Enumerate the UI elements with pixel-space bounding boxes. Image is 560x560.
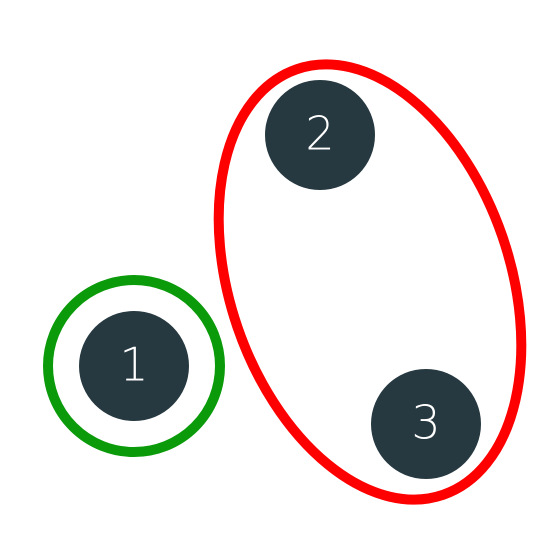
node-2: 2 bbox=[265, 80, 375, 190]
node-3-label: 3 bbox=[411, 396, 440, 450]
node-1-circle bbox=[79, 311, 189, 421]
node-1: 1 bbox=[79, 311, 189, 421]
node-2-circle bbox=[265, 80, 375, 190]
node-3: 3 bbox=[371, 369, 481, 479]
group-red-outline bbox=[213, 59, 527, 505]
node-1-label: 1 bbox=[119, 338, 148, 392]
group-green-outline bbox=[43, 275, 225, 457]
node-3-circle bbox=[371, 369, 481, 479]
node-2-label: 2 bbox=[305, 107, 334, 161]
